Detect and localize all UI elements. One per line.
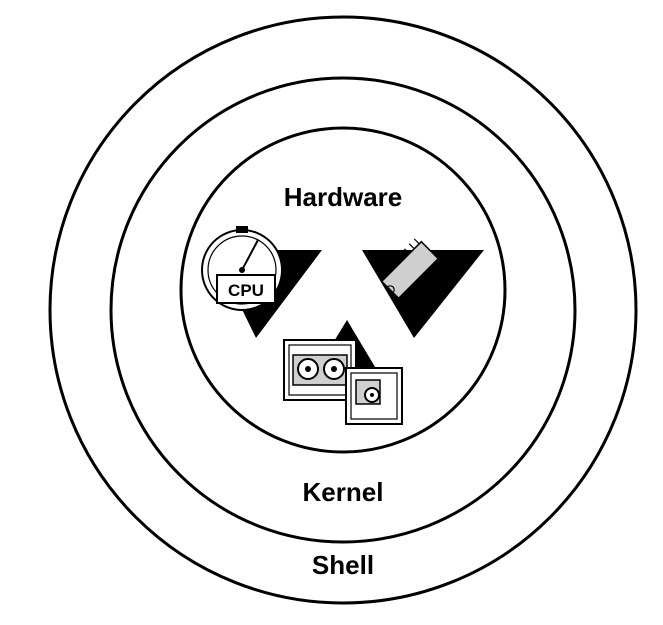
disk-drive-icon (283, 339, 403, 425)
hardware-ring (179, 126, 507, 454)
hardware-label: Hardware (284, 182, 403, 212)
shell-ring (48, 15, 638, 605)
chip-icon (379, 238, 442, 301)
shell-label: Shell (312, 550, 374, 580)
kernel-ring (109, 76, 577, 544)
cpu-label-box: CPU (216, 274, 276, 304)
cpu-label: CPU (228, 281, 264, 300)
kernel-label: Kernel (303, 477, 384, 507)
